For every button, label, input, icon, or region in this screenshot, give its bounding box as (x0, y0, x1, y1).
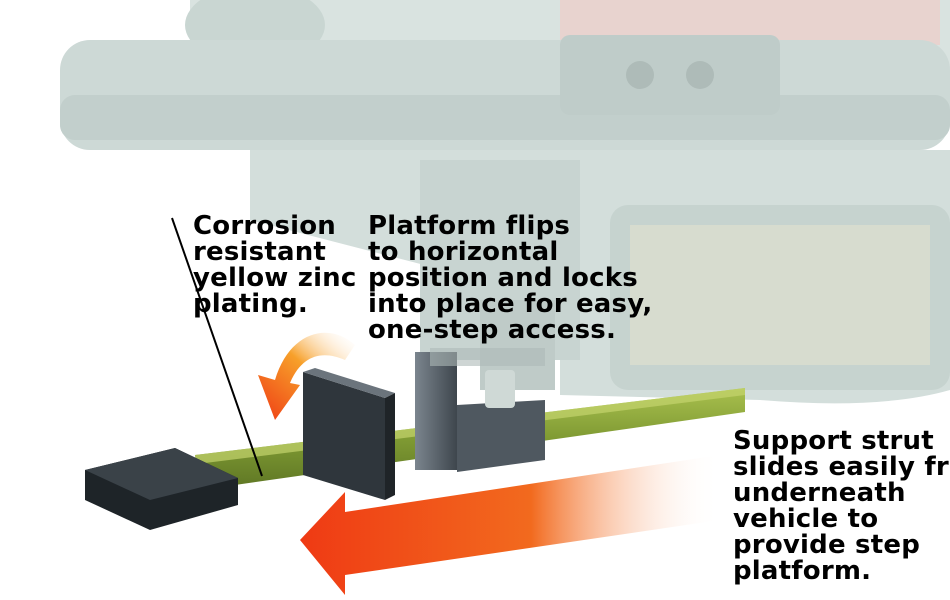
caption-line: Corrosion (193, 211, 337, 241)
caption-line: yellow zinc (193, 263, 357, 293)
caption-line: underneath (733, 478, 906, 508)
caption-support: Support strut slides easily from underne… (733, 428, 950, 584)
caption-line: plating. (193, 289, 309, 319)
caption-line: platform. (733, 556, 872, 586)
caption-line: provide step (733, 530, 921, 560)
caption-corrosion: Corrosion resistant yellow zinc plating. (193, 213, 357, 317)
flip-platform (303, 368, 395, 500)
caption-line: position and locks (368, 263, 638, 293)
caption-line: into place for easy, (368, 289, 653, 319)
caption-platform: Platform flips to horizontal position an… (368, 213, 652, 343)
step-pad (85, 448, 238, 530)
caption-line: one-step access. (368, 315, 617, 345)
faded-truck-background (60, 0, 950, 404)
callout-leader-line (171, 217, 263, 477)
slide-arrow-icon (300, 455, 720, 595)
flip-arrow-icon (258, 332, 355, 420)
caption-line: to horizontal (368, 237, 559, 267)
caption-line: Platform flips (368, 211, 571, 241)
caption-line: resistant (193, 237, 327, 267)
caption-line: slides easily from (733, 452, 950, 482)
caption-line: vehicle to (733, 504, 879, 534)
hitch-bracket (415, 348, 545, 472)
caption-line: Support strut (733, 426, 934, 456)
